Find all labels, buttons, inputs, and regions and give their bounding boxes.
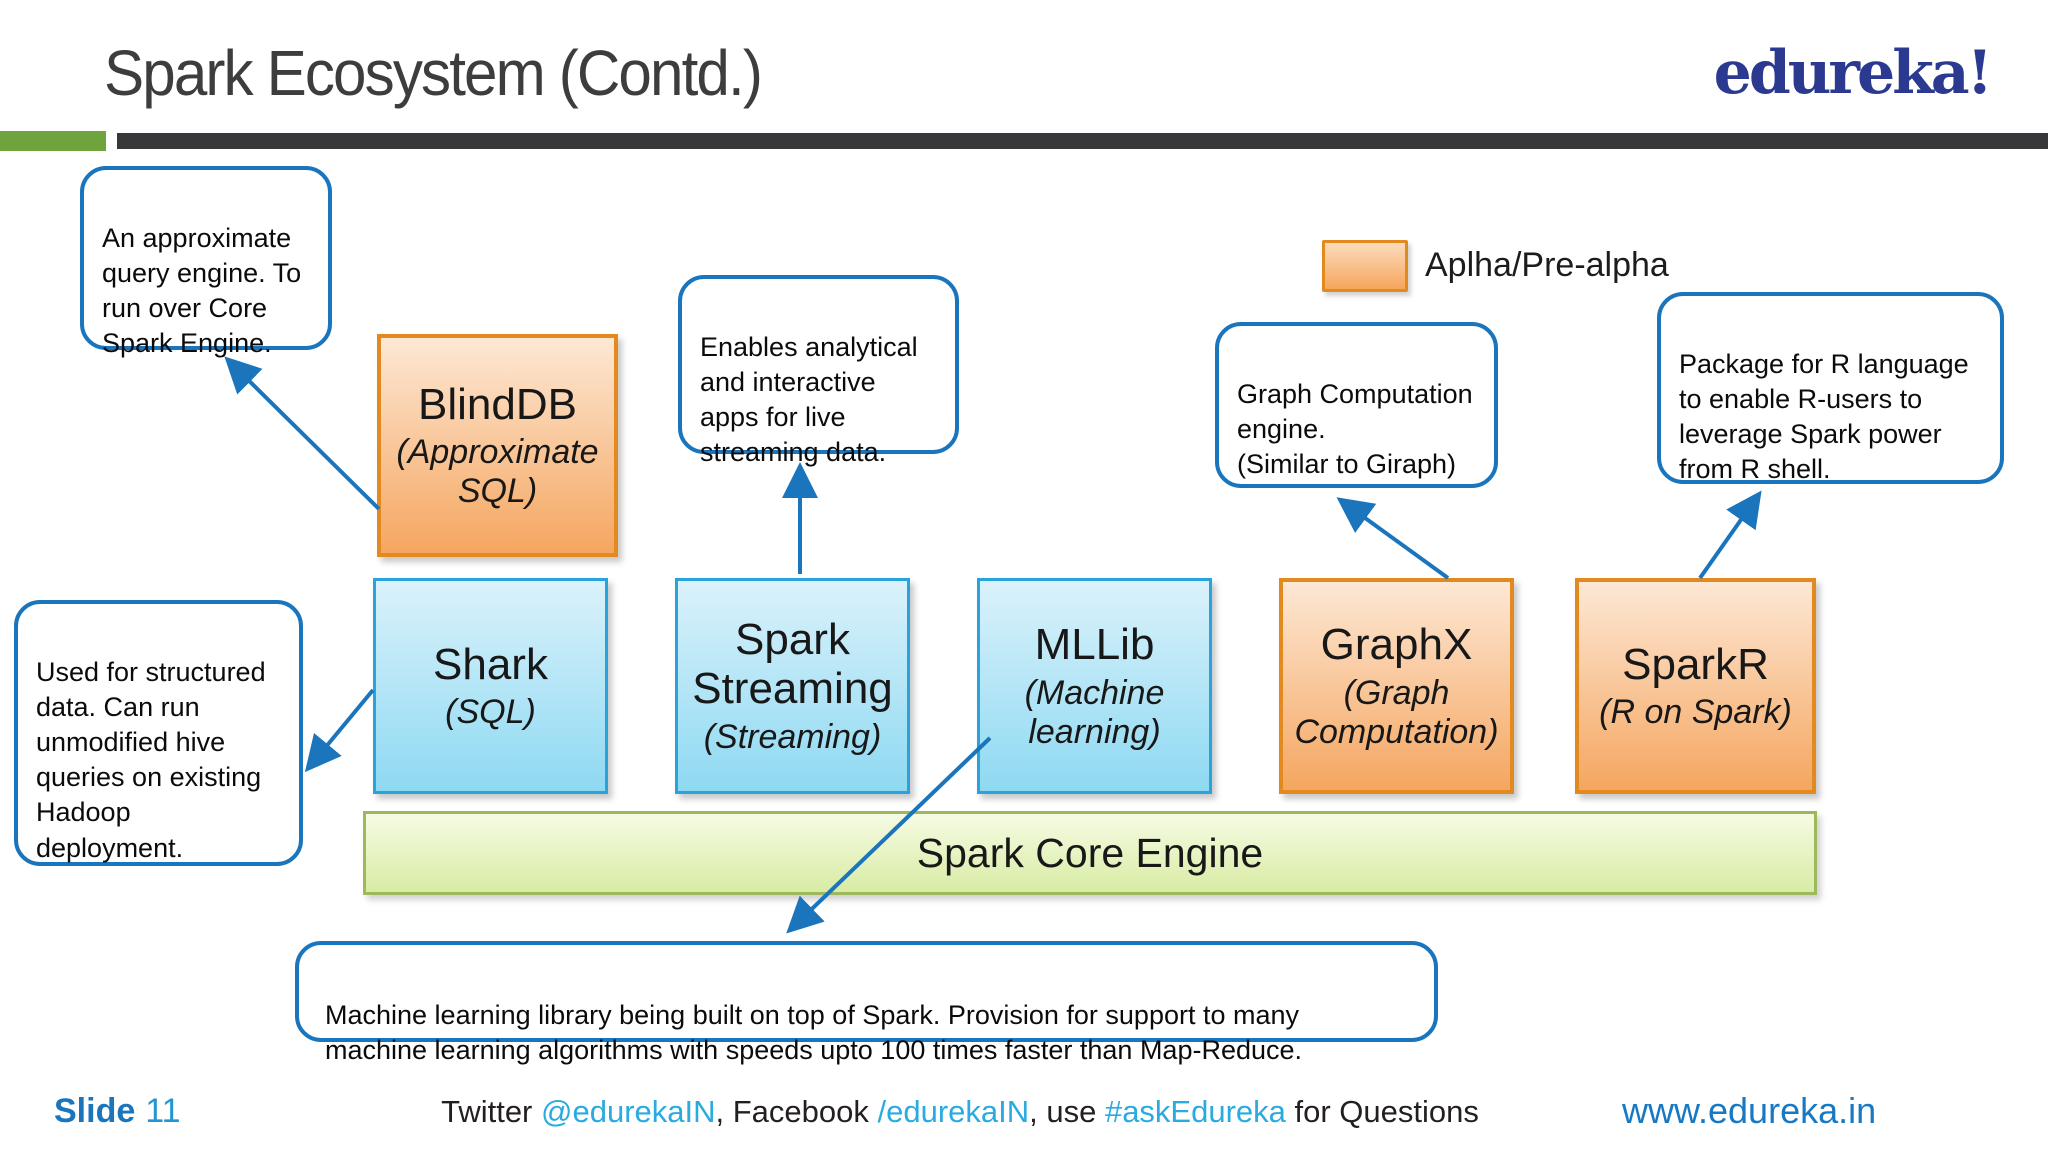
arrow-sparkr-to-callout: [1698, 490, 1762, 580]
box-spark-streaming-name: Spark Streaming: [692, 615, 893, 714]
edureka-logo: edureka!: [1713, 38, 1993, 108]
website-link[interactable]: www.edureka.in: [1622, 1090, 1877, 1131]
callout-blinddb-text: An approximate query engine. To run over…: [102, 223, 302, 359]
slide-number-label: Slide: [54, 1092, 136, 1130]
callout-mllib-text: Machine learning library being built on …: [325, 1000, 1303, 1066]
box-graphx-name: GraphX: [1320, 620, 1473, 670]
arrow-blinddb-to-callout: [224, 356, 381, 511]
legend-alpha-label: Aplha/Pre-alpha: [1425, 246, 1669, 284]
footer-text-1: Twitter: [441, 1094, 541, 1129]
box-spark-streaming-subtitle: (Streaming): [703, 717, 882, 756]
box-graphx: GraphX (Graph Computation): [1279, 578, 1514, 794]
header-rule: [117, 133, 2048, 149]
slide-number-value: 11: [145, 1092, 181, 1130]
footer-text-2: , Facebook: [715, 1094, 878, 1129]
box-sparkr-name: SparkR: [1622, 639, 1769, 689]
spark-core-engine-label: Spark Core Engine: [916, 829, 1264, 876]
arrow-graphx-to-callout: [1336, 497, 1450, 580]
callout-sparkr: Package for R language to enable R-users…: [1657, 292, 2004, 484]
callout-blinddb: An approximate query engine. To run over…: [80, 166, 332, 358]
callout-shark: Used for structured data. Can run unmodi…: [14, 600, 303, 866]
box-shark-name: Shark: [433, 639, 548, 689]
arrow-shark-to-callout: [304, 688, 375, 773]
box-spark-streaming: Spark Streaming (Streaming): [675, 578, 910, 794]
box-blinddb-subtitle: (Approximate SQL): [396, 433, 599, 511]
box-shark-subtitle: (SQL): [445, 693, 536, 732]
footer-social-line: Twitter @edurekaIN, Facebook /edurekaIN,…: [430, 1094, 1490, 1130]
legend-alpha-swatch: [1322, 240, 1408, 292]
callout-graphx-text: Graph Computation engine. (Similar to Gi…: [1237, 379, 1473, 480]
box-mllib-name: MLLib: [1034, 620, 1155, 670]
footer-text-4: for Questions: [1285, 1094, 1479, 1129]
footer-text-3: , use: [1029, 1094, 1105, 1129]
box-mllib: MLLib (Machine learning): [977, 578, 1212, 794]
page-title: Spark Ecosystem (Contd.): [104, 37, 763, 109]
hashtag-link[interactable]: #askEdureka: [1104, 1094, 1286, 1129]
callout-spark-streaming-text: Enables analytical and interactive apps …: [700, 332, 918, 468]
box-graphx-subtitle: (Graph Computation): [1294, 673, 1499, 751]
box-shark: Shark (SQL): [373, 578, 608, 794]
box-blinddb: BlindDB (Approximate SQL): [377, 334, 618, 557]
callout-shark-text: Used for structured data. Can run unmodi…: [36, 657, 266, 863]
callout-sparkr-text: Package for R language to enable R-users…: [1679, 349, 1969, 485]
box-sparkr-subtitle: (R on Spark): [1599, 693, 1792, 732]
box-sparkr: SparkR (R on Spark): [1575, 578, 1816, 794]
callout-graphx: Graph Computation engine. (Similar to Gi…: [1215, 322, 1498, 488]
callout-spark-streaming: Enables analytical and interactive apps …: [678, 275, 959, 467]
spark-core-engine-bar: Spark Core Engine: [363, 811, 1817, 895]
facebook-handle-link[interactable]: /edurekaIN: [877, 1094, 1030, 1129]
header-accent-bar: [0, 131, 106, 151]
box-mllib-subtitle: (Machine learning): [1024, 673, 1165, 751]
box-blinddb-name: BlindDB: [418, 379, 577, 429]
callout-mllib: Machine learning library being built on …: [295, 941, 1438, 1065]
twitter-handle-link[interactable]: @edurekaIN: [541, 1094, 716, 1129]
